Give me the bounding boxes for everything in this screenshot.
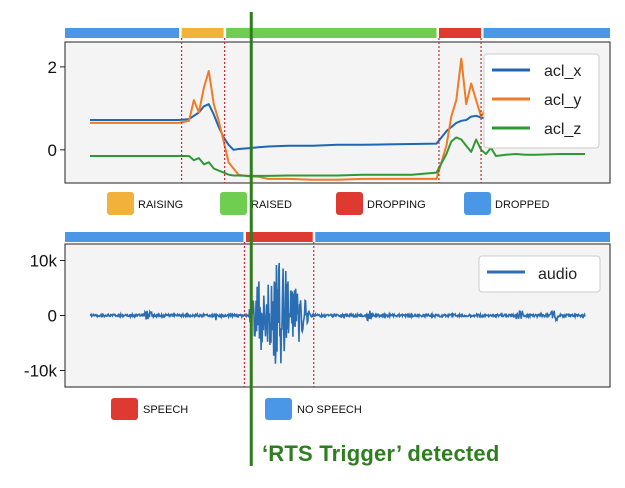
segment-dropped bbox=[483, 28, 610, 38]
legend-label-raised: RAISED bbox=[251, 199, 292, 211]
y-tick-label: 0 bbox=[48, 307, 57, 326]
accel-legend: acl_x acl_y acl_z bbox=[483, 53, 600, 149]
rts-trigger-label: ‘RTS Trigger’ detected bbox=[262, 441, 500, 466]
legend-swatch-speech bbox=[111, 398, 138, 420]
accel-state-boundaries bbox=[180, 38, 482, 183]
y-tick-label: 10k bbox=[30, 252, 58, 271]
legend-label-dropped: DROPPED bbox=[495, 199, 549, 211]
legend-swatch-no-speech bbox=[265, 398, 292, 420]
segment-no_speech bbox=[315, 232, 610, 242]
legend-swatch-dropped bbox=[464, 192, 491, 215]
segment-raising bbox=[181, 28, 224, 38]
series-audio bbox=[89, 262, 586, 364]
state-timeline-bar bbox=[65, 28, 610, 38]
legend-label-audio: audio bbox=[538, 266, 577, 283]
y-tick-label: 0 bbox=[48, 141, 57, 160]
legend-label-acl-z: acl_z bbox=[544, 121, 581, 138]
segment-dropped bbox=[65, 28, 180, 38]
segment-raised bbox=[226, 28, 437, 38]
y-tick-label: 2 bbox=[48, 58, 57, 77]
legend-label-acl-x: acl_x bbox=[544, 63, 581, 80]
speech-legend: SPEECH NO SPEECH bbox=[111, 398, 362, 420]
legend-swatch-raised bbox=[220, 192, 247, 215]
legend-label-raising: RAISING bbox=[138, 199, 183, 211]
legend-label-acl-y: acl_y bbox=[544, 92, 581, 109]
state-legend: RAISING RAISED DROPPING DROPPED bbox=[107, 192, 549, 215]
y-tick-label: -10k bbox=[24, 362, 58, 381]
accel-y-axis: 02 bbox=[48, 58, 65, 160]
legend-label-no-speech: NO SPEECH bbox=[297, 404, 362, 416]
audio-legend: audio bbox=[478, 255, 601, 293]
segment-speech bbox=[245, 232, 313, 242]
audio-speech-boundaries bbox=[243, 242, 315, 387]
speech-timeline-bar bbox=[65, 232, 610, 242]
legend-swatch-dropping bbox=[336, 192, 363, 215]
legend-swatch-raising bbox=[107, 192, 134, 215]
legend-label-dropping: DROPPING bbox=[367, 199, 426, 211]
audio-series bbox=[89, 262, 586, 364]
segment-no_speech bbox=[65, 232, 244, 242]
segment-dropping bbox=[438, 28, 482, 38]
legend-label-speech: SPEECH bbox=[143, 404, 188, 416]
audio-y-axis: 10k 0 -10k bbox=[24, 252, 65, 381]
series-acl-z bbox=[90, 136, 585, 177]
